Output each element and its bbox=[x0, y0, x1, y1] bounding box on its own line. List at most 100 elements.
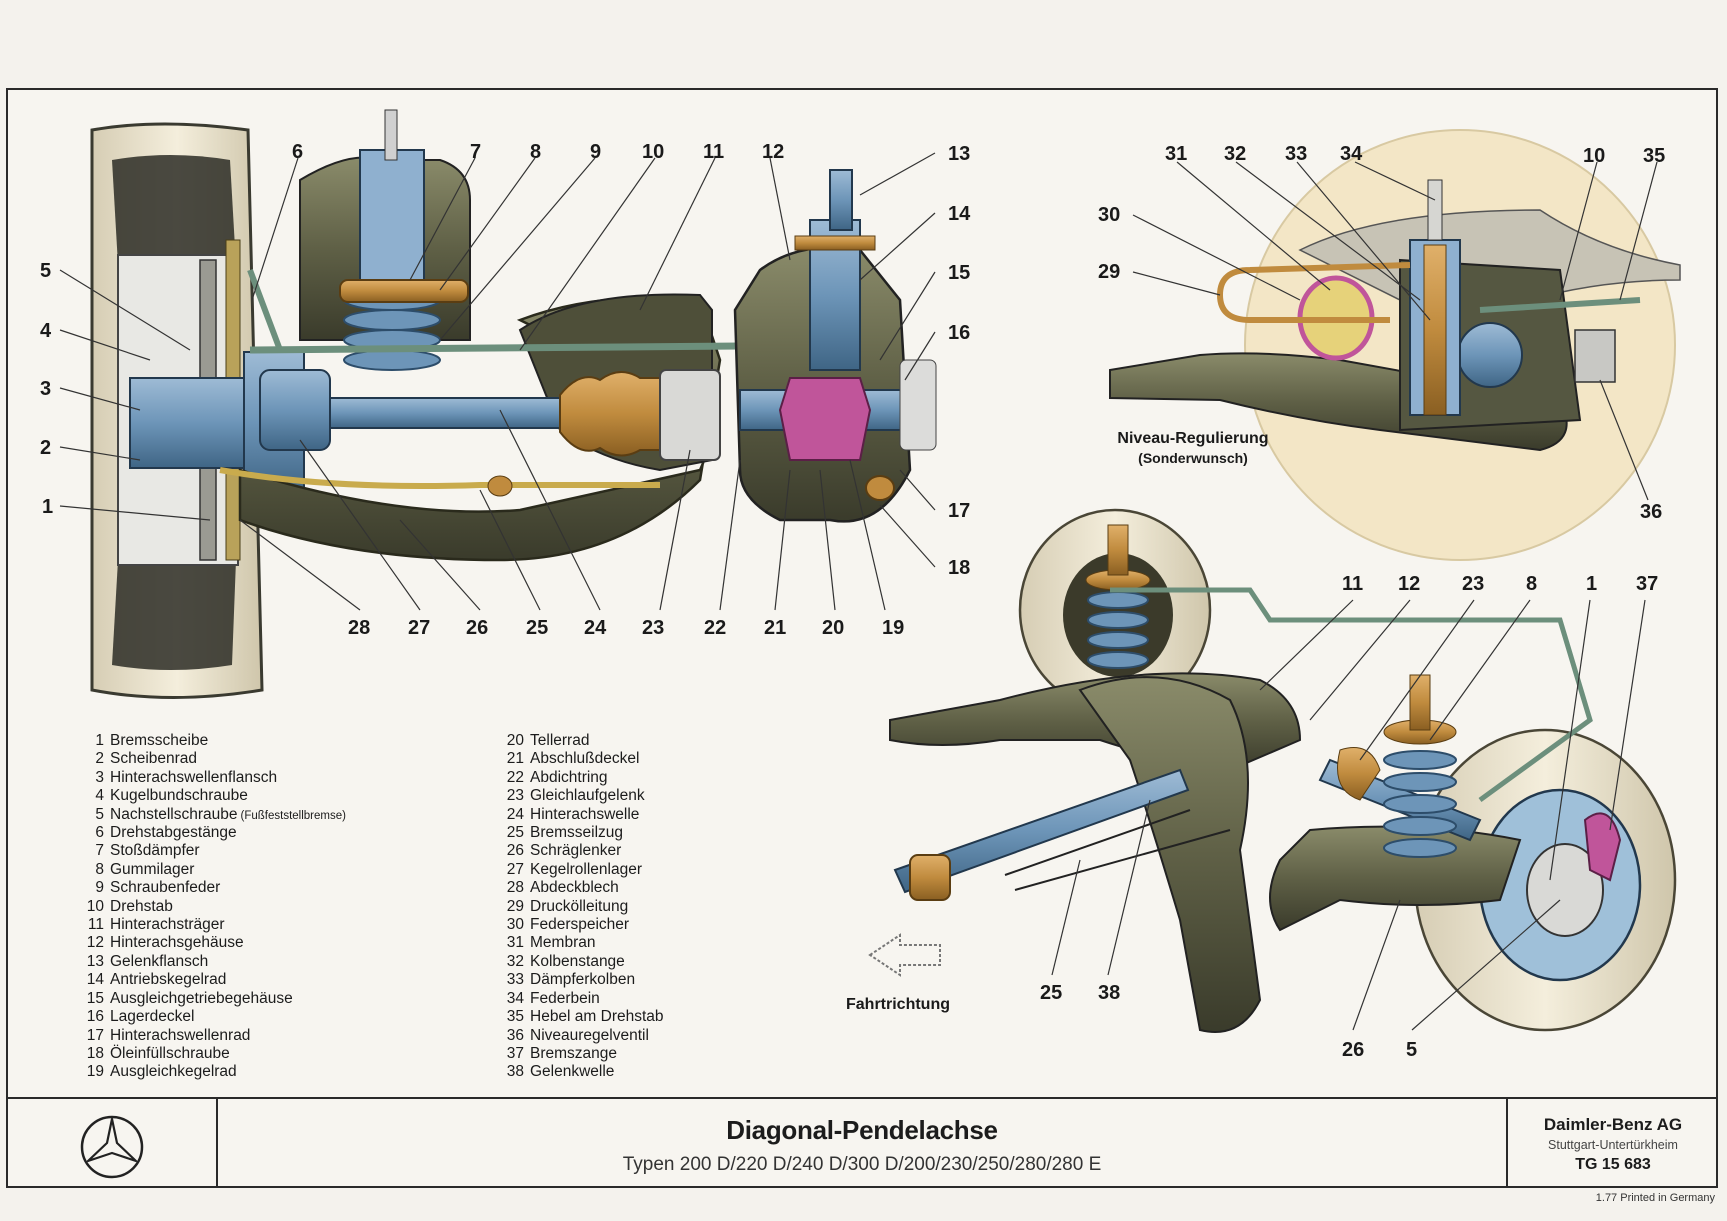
legend-number: 37 bbox=[506, 1044, 524, 1062]
legend-text: Schraubenfeder bbox=[110, 879, 221, 897]
callout-36: 36 bbox=[1640, 501, 1662, 523]
callout-29: 29 bbox=[1098, 261, 1120, 283]
sealing-ring bbox=[659, 369, 721, 461]
legend-item: 22 Abdichtring bbox=[500, 769, 664, 787]
inset-hub bbox=[1457, 322, 1523, 388]
legend-text: Abdichtring bbox=[530, 768, 608, 786]
legend-number: 6 bbox=[95, 824, 104, 842]
legend-number: 1 bbox=[95, 732, 104, 749]
legend-item: 9 Schraubenfeder bbox=[80, 879, 346, 897]
callout-38: 38 bbox=[1098, 982, 1120, 1004]
legend-number: 21 bbox=[506, 750, 524, 768]
legend-number: 18 bbox=[86, 1044, 104, 1062]
callout-37: 37 bbox=[1636, 573, 1658, 595]
legend-number: 29 bbox=[506, 897, 524, 915]
legend-text: Drehstabgestänge bbox=[110, 824, 237, 842]
callout-numbers-inset: 29 30 31 32 33 34 10 35 36 bbox=[1098, 143, 1665, 523]
callout-24: 24 bbox=[584, 617, 607, 639]
callout-6: 6 bbox=[292, 141, 303, 163]
legend-number: 34 bbox=[506, 989, 524, 1007]
legend-number: 15 bbox=[86, 989, 104, 1007]
legend-number: 10 bbox=[86, 897, 104, 915]
legend-item: 6 Drehstabgestänge bbox=[80, 824, 346, 842]
callout-17: 17 bbox=[948, 500, 970, 522]
cv-joint-left bbox=[259, 369, 331, 451]
inset-torsion-lever bbox=[1479, 297, 1641, 313]
legend-text: Kegelrollenlager bbox=[530, 860, 643, 878]
company-cell: Daimler-Benz AG Stuttgart-Untertürkheim … bbox=[1508, 1099, 1718, 1188]
propshaft-joint bbox=[909, 854, 951, 901]
callout-4: 4 bbox=[40, 320, 52, 342]
callout-10: 10 bbox=[642, 141, 664, 163]
perspective-drawing bbox=[868, 508, 1677, 1033]
callout-26: 26 bbox=[466, 617, 488, 639]
cv-boot bbox=[559, 371, 661, 457]
callout-34: 34 bbox=[1340, 143, 1363, 165]
legend-number: 32 bbox=[506, 952, 524, 970]
legend-text: Hinterachsgehäuse bbox=[110, 934, 244, 952]
legend-text: Schräglenker bbox=[530, 842, 622, 860]
company-name: Daimler-Benz AG bbox=[1543, 1115, 1683, 1134]
legend-text: Kugelbundschraube bbox=[110, 787, 248, 805]
legend-note: (Fußfeststellbremse) bbox=[240, 809, 346, 822]
cv-boot-right bbox=[1337, 747, 1381, 801]
coil-spring bbox=[343, 289, 441, 371]
legend-number: 30 bbox=[506, 916, 524, 934]
legend-number: 24 bbox=[506, 805, 524, 823]
coil-spring-right bbox=[1383, 750, 1457, 858]
inset-caption-line1: Niveau-Regulierung bbox=[1117, 430, 1268, 447]
callout-35: 35 bbox=[1643, 145, 1665, 167]
callout-32: 32 bbox=[1224, 143, 1246, 165]
legend-number: 36 bbox=[506, 1026, 524, 1044]
legend-text: Hinterachswellenrad bbox=[110, 1026, 251, 1044]
callout-numbers-main: 1 2 3 4 5 6 7 8 9 10 11 12 13 14 15 16 1… bbox=[40, 141, 971, 639]
leader-lines-perspective bbox=[1051, 599, 1646, 1031]
callout-2: 2 bbox=[40, 437, 51, 459]
legend-text: Hinterachswelle bbox=[530, 805, 640, 823]
legend-item: 19 Ausgleichkegelrad bbox=[80, 1063, 346, 1081]
legend-number: 22 bbox=[506, 768, 524, 786]
callout-30: 30 bbox=[1098, 204, 1120, 226]
legend-text: Kolbenstange bbox=[530, 952, 625, 970]
callout-28: 28 bbox=[348, 617, 370, 639]
legend-text: Gelenkwelle bbox=[530, 1063, 615, 1081]
callout-11-persp: 11 bbox=[1342, 573, 1363, 595]
callout-5: 5 bbox=[40, 260, 51, 282]
callout-1-persp: 1 bbox=[1586, 573, 1597, 595]
legend-text: Hinterachsträger bbox=[110, 916, 225, 934]
legend-number: 4 bbox=[95, 787, 104, 805]
callout-12-persp: 12 bbox=[1398, 573, 1420, 595]
legend-number: 23 bbox=[506, 787, 524, 805]
right-brake-caliper bbox=[1583, 812, 1622, 882]
callout-8-persp: 8 bbox=[1526, 573, 1537, 595]
inset-strut-top bbox=[1427, 179, 1443, 241]
title-block: Diagonal-Pendelachse Typen 200 D/220 D/2… bbox=[6, 1097, 1718, 1188]
legend-number: 19 bbox=[86, 1063, 104, 1081]
callout-23: 23 bbox=[642, 617, 664, 639]
legend-number: 14 bbox=[86, 971, 104, 989]
oil-filler-plug bbox=[865, 475, 895, 501]
legend-text: Gummilager bbox=[110, 860, 195, 878]
callout-11: 11 bbox=[703, 141, 724, 163]
cable-grommet bbox=[487, 475, 513, 497]
legend-text: Drehstab bbox=[110, 897, 173, 915]
callout-27: 27 bbox=[408, 617, 430, 639]
legend-text: Ausgleichkegelrad bbox=[110, 1063, 237, 1081]
bump-stop-left bbox=[1107, 524, 1129, 576]
logo-cell bbox=[6, 1099, 218, 1188]
shock-rod bbox=[384, 109, 398, 161]
legend-number: 9 bbox=[95, 879, 104, 897]
